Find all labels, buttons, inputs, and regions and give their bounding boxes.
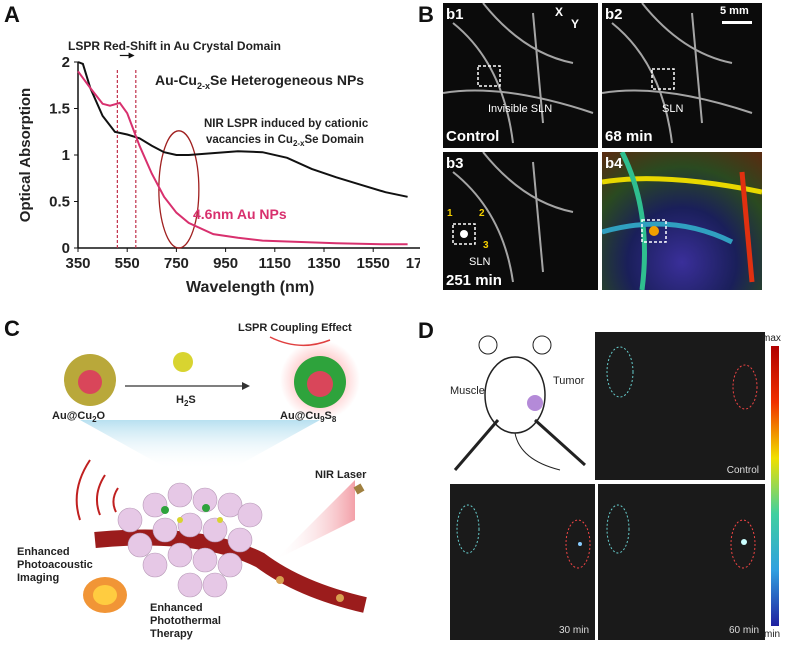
- tumor-label: Tumor: [553, 375, 585, 387]
- highlight-ellipse: [158, 130, 200, 249]
- panel-b-label: B: [418, 2, 434, 27]
- b2-label: b2: [605, 6, 623, 23]
- nir-laser-label: NIR Laser: [315, 469, 367, 481]
- au-cu9s8-label: Au@Cu9S8: [280, 410, 336, 424]
- axis-y-label: Y: [571, 17, 580, 31]
- marker-3: 3: [483, 240, 489, 251]
- b2-image: b2 5 mm SLN 68 min: [602, 3, 762, 148]
- x-tick-label: 550: [115, 255, 140, 272]
- y-axis-label: Optical Absorption: [17, 88, 34, 222]
- acoustic-waves-icon: [75, 459, 119, 521]
- b2-caption: 68 min: [605, 128, 653, 145]
- x-tick-label: 950: [213, 255, 238, 272]
- x-tick-label: 1750: [406, 255, 420, 272]
- label-end: S: [324, 410, 332, 422]
- series-line-1: [77, 70, 408, 246]
- hetero-np-annotation: Au-Cu2-xSe Heterogeneous NPs: [155, 72, 364, 91]
- x-tick-label: 350: [65, 255, 90, 272]
- panel-c-illustration: [64, 336, 367, 613]
- line: Photoacoustic: [17, 559, 93, 571]
- label-sub: 9: [320, 415, 325, 425]
- control-caption: Control: [726, 465, 759, 476]
- line: Therapy: [150, 628, 193, 640]
- label-end: O: [96, 410, 106, 422]
- panel-d-label: D: [418, 318, 434, 343]
- caption-30-min: 30 min: [558, 625, 589, 636]
- label-sub2: 8: [331, 415, 337, 425]
- b4-image: b4: [602, 152, 762, 290]
- x-tick-label: 750: [164, 255, 189, 272]
- line: Imaging: [17, 572, 60, 584]
- control-image: Control: [595, 332, 765, 480]
- b1-annotation: Invisible SLN: [488, 103, 553, 115]
- line: Photothermal: [150, 615, 221, 627]
- redshift-arrowhead: [128, 52, 135, 59]
- b2-annotation: SLN: [662, 103, 684, 115]
- coupling-arrow: [269, 336, 331, 346]
- axis-x-label: X: [555, 5, 564, 19]
- x-tick-label: 1550: [357, 255, 390, 272]
- b3-label: b3: [446, 155, 464, 172]
- b3-caption: 251 min: [446, 272, 502, 289]
- scale-bar-label: 5 mm: [720, 5, 749, 17]
- label-main: Au@Cu: [52, 410, 93, 422]
- image-30-min: 30 min: [450, 484, 595, 640]
- h2s-molecule-icon: [173, 352, 193, 372]
- image-60-min: 60 min: [598, 484, 765, 640]
- light-beam: [80, 420, 320, 470]
- marker-2: 2: [479, 208, 485, 219]
- nir-annotation-line1: NIR LSPR induced by cationic: [204, 118, 369, 130]
- colorbar-max: max: [762, 333, 781, 344]
- b4-label: b4: [605, 155, 623, 172]
- laser-icon: [353, 483, 365, 495]
- y-tick-label: 1.5: [49, 101, 70, 118]
- series-line-0: [77, 61, 408, 198]
- h2s-label: H2S: [176, 394, 196, 408]
- au-cu2o-label: Au@Cu2O: [52, 410, 105, 424]
- x-tick-label: 1350: [307, 255, 340, 272]
- tumor-cells: [117, 482, 263, 598]
- caption-60-min: 60 min: [728, 625, 759, 636]
- redshift-annotation: LSPR Red-Shift in Au Crystal Domain: [68, 39, 281, 53]
- b1-image: b1 Invisible SLN Control X Y: [443, 3, 598, 148]
- x-tick-label: 1150: [259, 255, 292, 272]
- b3-annotation: SLN: [469, 256, 491, 268]
- label-main: Au@Cu: [280, 410, 321, 422]
- line: Enhanced: [150, 602, 203, 614]
- h2s-sub: 2: [183, 399, 189, 409]
- panel-a-label: A: [4, 2, 20, 27]
- y-tick-label: 0.5: [49, 194, 70, 211]
- y-tick-label: 2: [62, 54, 70, 71]
- marker-1: 1: [447, 208, 453, 219]
- muscle-label: Muscle: [450, 385, 485, 397]
- h2s-main: H: [176, 394, 184, 406]
- absorption-chart: 350 550 750 950 1150 1350 1550 1750 0 0.5 1 1.5 2Wav…: [17, 39, 420, 296]
- laser-beam: [275, 480, 355, 560]
- y-tick-label: 1: [62, 147, 70, 164]
- colorbar-min: min: [764, 629, 781, 640]
- b1-caption: Control: [446, 128, 500, 145]
- nir-annotation-line2: vacancies in Cu2-xSe Domain: [206, 134, 364, 148]
- x-axis-label: Wavelength (nm): [186, 279, 314, 296]
- line: Enhanced: [17, 546, 70, 558]
- label-sub: 2: [92, 415, 97, 425]
- au-np-annotation: 4.6nm Au NPs: [193, 206, 287, 222]
- colorbar: [771, 346, 779, 626]
- h2s-end: S: [188, 394, 196, 406]
- b3-image: b3 1 2 3 SLN 251 min: [443, 152, 598, 290]
- lspr-coupling-label: LSPR Coupling Effect: [238, 322, 352, 334]
- panel-c-label: C: [4, 316, 20, 341]
- b1-label: b1: [446, 6, 464, 23]
- y-tick-label: 0: [62, 240, 70, 257]
